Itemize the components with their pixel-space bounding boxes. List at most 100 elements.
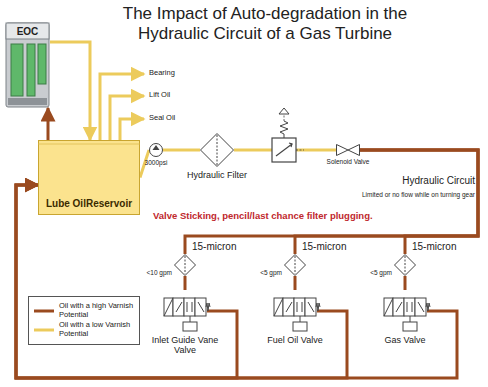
node-label: Gas Valve bbox=[363, 335, 447, 345]
node-sublabel: <10 gpm bbox=[147, 269, 172, 276]
branch-label: Lift Oil bbox=[148, 91, 171, 100]
shape-outline bbox=[273, 290, 317, 332]
legend-swatch bbox=[33, 326, 55, 334]
valve-spring bbox=[316, 303, 320, 311]
cabinet-panel bbox=[38, 44, 46, 84]
filter-diamond bbox=[201, 134, 234, 167]
valve-actuator bbox=[384, 298, 393, 316]
legend-row: Oil with a low Varnish Potential bbox=[33, 321, 135, 338]
solenoid-valve: Solenoid Valve bbox=[336, 144, 360, 156]
high-varnish-oil-line bbox=[294, 276, 297, 290]
valve-stem bbox=[300, 316, 301, 322]
legend-row: Oil with a high Varnish Potential bbox=[33, 302, 135, 319]
reservoir-fill bbox=[39, 141, 140, 215]
legend-swatch bbox=[33, 307, 55, 315]
node-label: 15-micron bbox=[412, 241, 456, 253]
pump-circle bbox=[150, 144, 163, 157]
valve-cylinder bbox=[293, 322, 307, 331]
pressure-regulator-symbol bbox=[272, 108, 304, 162]
valve-actuator bbox=[274, 298, 283, 316]
filter-symbol: 15-micron<5 gpm bbox=[284, 254, 306, 276]
cabinet-body bbox=[6, 23, 49, 107]
node-label: Inlet Guide Vane Valve bbox=[143, 335, 227, 356]
valve-bowtie bbox=[337, 145, 360, 156]
node-sublabel: <5 gpm bbox=[260, 269, 282, 276]
high-varnish-oil-line bbox=[295, 150, 478, 254]
supply-line bbox=[120, 119, 144, 140]
valve-cylinder bbox=[403, 322, 417, 331]
legend-box: Oil with a high Varnish PotentialOil wit… bbox=[28, 296, 140, 345]
supply-line bbox=[110, 96, 144, 140]
pilot-line bbox=[284, 114, 285, 121]
valve-actuator bbox=[164, 298, 173, 316]
node-label: 15-micron bbox=[302, 241, 346, 253]
supply-line bbox=[100, 74, 144, 140]
filter-symbol: 15-micron<10 gpm bbox=[174, 254, 196, 276]
high-varnish-oil-line bbox=[360, 150, 478, 254]
node-label: EOC bbox=[5, 26, 50, 38]
node-label: 15-micron bbox=[192, 241, 236, 253]
shape-outline bbox=[336, 144, 360, 156]
filter-diamond bbox=[175, 255, 196, 276]
warning-text: Valve Sticking, pencil/last chance filte… bbox=[152, 211, 374, 222]
cabinet-panel bbox=[27, 44, 35, 96]
high-varnish-oil-line bbox=[404, 276, 407, 290]
valve-symbol: Inlet Guide Vane Valve bbox=[163, 290, 207, 332]
node-label: Fuel Oil Valve bbox=[253, 335, 337, 345]
note-text: Limited or no flow while on turning gear bbox=[290, 191, 476, 198]
filter-element bbox=[405, 256, 406, 274]
valve-cell bbox=[294, 298, 305, 316]
cabinet-base bbox=[8, 98, 47, 105]
filter-element bbox=[217, 135, 218, 165]
shape-outline bbox=[200, 133, 234, 167]
branch-label: Seal Oil bbox=[148, 114, 176, 123]
diagram-title: The Impact of Auto-degradation in the Hy… bbox=[90, 4, 440, 45]
cabinet-top bbox=[6, 23, 49, 39]
valve-actuator-mark bbox=[384, 298, 393, 316]
filter-element bbox=[295, 256, 296, 274]
legend-text: Oil with a high Varnish Potential bbox=[59, 302, 135, 319]
shape-outline bbox=[163, 290, 207, 332]
high-varnish-oil-line bbox=[184, 276, 187, 290]
node-sublabel: <5 gpm bbox=[370, 269, 392, 276]
valve-actuator-mark bbox=[274, 298, 283, 316]
node-label: Lube OilReservoir bbox=[42, 198, 136, 210]
valve-flow-mark bbox=[286, 302, 314, 312]
shape-outline bbox=[149, 143, 163, 157]
legend-line bbox=[34, 328, 54, 331]
branch-label: Bearing bbox=[148, 69, 176, 78]
valve-spring bbox=[426, 303, 430, 311]
regulator-body bbox=[272, 138, 296, 162]
low-varnish-oil-line bbox=[163, 149, 200, 152]
filter-symbol: 15-micron<5 gpm bbox=[394, 254, 416, 276]
legend-line bbox=[34, 309, 54, 312]
filter-diamond bbox=[285, 255, 306, 276]
shape-outline bbox=[174, 254, 196, 276]
circuit-label: Hydraulic Circuit bbox=[374, 175, 476, 187]
valve-stem bbox=[410, 316, 411, 322]
regulator-spring bbox=[280, 121, 288, 138]
shape-outline bbox=[394, 254, 416, 276]
regulator-arrow bbox=[276, 144, 292, 156]
valve-symbol: Gas Valve bbox=[383, 290, 427, 332]
cabinet-panel bbox=[11, 44, 23, 96]
high-varnish-oil-line bbox=[185, 150, 478, 254]
filter-diamond bbox=[395, 255, 416, 276]
valve-cell bbox=[404, 298, 415, 316]
valve-flow-mark bbox=[176, 302, 204, 312]
valve-flow-mark bbox=[396, 302, 424, 312]
low-varnish-oil-line bbox=[50, 42, 90, 140]
pilot-line bbox=[296, 150, 304, 151]
pump-symbol: 3000psi bbox=[149, 143, 163, 157]
valve-cell bbox=[184, 298, 195, 316]
valve-cylinder bbox=[183, 322, 197, 331]
node-label: 3000psi bbox=[135, 159, 177, 166]
lube-oil-reservoir: Lube OilReservoir bbox=[38, 140, 140, 215]
oil-level bbox=[39, 144, 140, 145]
valve-actuator-mark bbox=[164, 298, 173, 316]
legend-text: Oil with a low Varnish Potential bbox=[59, 321, 135, 338]
valve-symbol: Fuel Oil Valve bbox=[273, 290, 317, 332]
pilot-symbol bbox=[279, 108, 289, 114]
hydraulic-filter: Hydraulic Filter bbox=[200, 133, 234, 167]
